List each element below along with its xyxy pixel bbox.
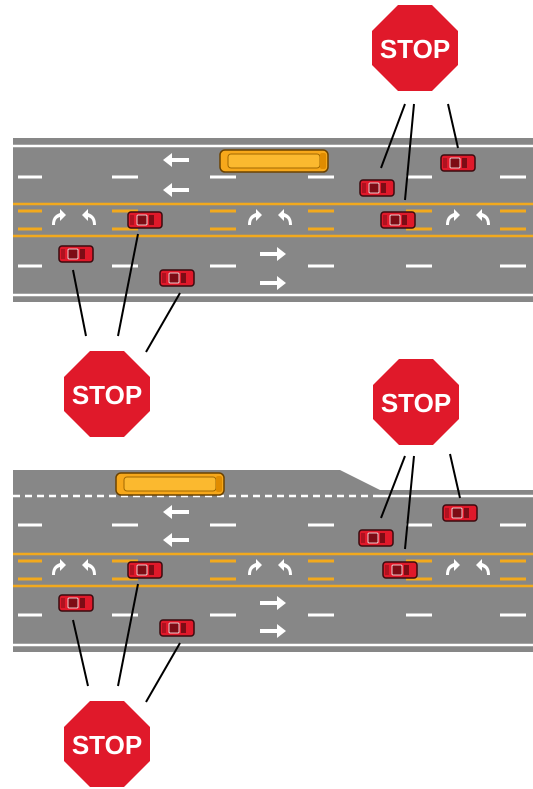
car: [127, 561, 163, 579]
stop-sign: STOP: [373, 359, 459, 445]
scene-1: STOP STOP: [13, 5, 533, 437]
car: [382, 561, 418, 579]
stop-sign-label: STOP: [381, 388, 451, 418]
stop-sign-label: STOP: [72, 380, 142, 410]
road-surface: [13, 470, 533, 652]
stop-sign: STOP: [372, 5, 458, 91]
car: [380, 211, 416, 229]
school-bus: [115, 472, 225, 496]
stop-sign-label: STOP: [380, 34, 450, 64]
car: [127, 211, 163, 229]
stop-sign-label: STOP: [72, 730, 142, 760]
car: [440, 154, 476, 172]
car: [58, 245, 94, 263]
leader-lines: [72, 453, 461, 703]
leader-lines: [72, 103, 459, 353]
car: [359, 179, 395, 197]
scene-2: STOP STOP: [13, 359, 533, 787]
car: [58, 594, 94, 612]
car: [159, 269, 195, 287]
car: [159, 619, 195, 637]
car: [442, 504, 478, 522]
school-bus: [219, 149, 329, 173]
stop-sign: STOP: [64, 701, 150, 787]
stop-sign: STOP: [64, 351, 150, 437]
car: [358, 529, 394, 547]
